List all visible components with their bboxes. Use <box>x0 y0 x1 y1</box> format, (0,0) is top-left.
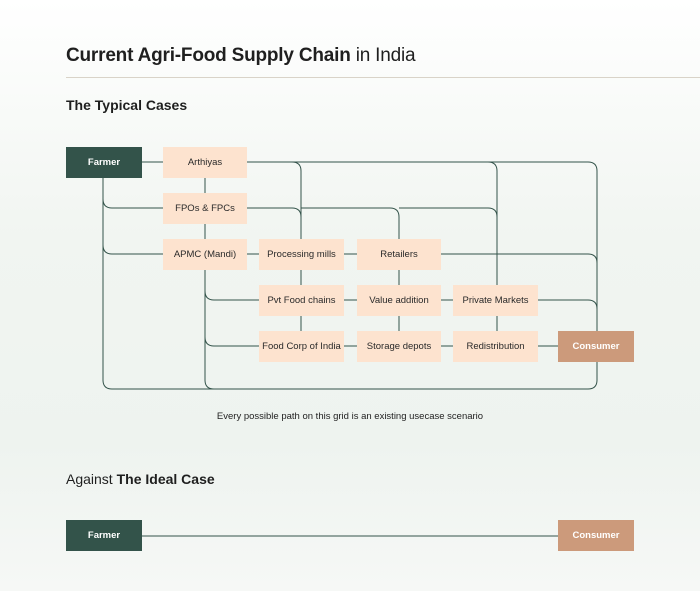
node-processing-mills: Processing mills <box>259 239 344 270</box>
node-pvt-food-chains: Pvt Food chains <box>259 285 344 316</box>
node-retailers: Retailers <box>357 239 441 270</box>
title-rest: in India <box>350 45 416 66</box>
node-arthiyas: Arthiyas <box>163 147 247 178</box>
node-food-corp-of-india: Food Corp of India <box>259 331 344 362</box>
edge-farmer-fpos <box>102 198 163 209</box>
edge-fpos-processing <box>247 207 302 239</box>
node-storage-depots: Storage depots <box>357 331 441 362</box>
edge-retailers-consumer <box>441 253 598 264</box>
edge-fpos-private <box>399 207 498 218</box>
edge-arthiyas-processing <box>291 161 302 239</box>
node-private-markets: Private Markets <box>453 285 538 316</box>
node-apmc-mandi: APMC (Mandi) <box>163 239 247 270</box>
edge-apmc-pvtfood <box>204 290 259 301</box>
node-value-addition: Value addition <box>357 285 441 316</box>
node-fpos-fpcs: FPOs & FPCs <box>163 193 247 224</box>
edge-farmer-apmc <box>102 244 163 255</box>
edge-farmer-outer-loop <box>102 178 598 390</box>
ideal-case-heading: Against The Ideal Case <box>66 471 215 487</box>
node-farmer: Farmer <box>66 147 142 178</box>
edge-apmc-down <box>204 270 215 390</box>
ideal-node-consumer: Consumer <box>558 520 634 551</box>
node-redistribution: Redistribution <box>453 331 538 362</box>
ideal-heading-prefix: Against <box>66 471 117 487</box>
edge-private-consumer <box>538 299 598 310</box>
ideal-heading-bold: The Ideal Case <box>116 471 215 487</box>
edge-fpos-retailers <box>301 207 400 239</box>
title-divider <box>66 77 700 78</box>
title-bold: Current Agri-Food Supply Chain <box>66 45 351 66</box>
edge-arthiyas-trunk <box>247 161 598 380</box>
typical-cases-heading: The Typical Cases <box>66 97 188 113</box>
node-consumer: Consumer <box>558 331 634 362</box>
edge-apmc-foodcorp <box>204 336 259 347</box>
edge-arthiyas-private <box>487 161 498 285</box>
diagram-caption: Every possible path on this grid is an e… <box>216 411 484 422</box>
page-title: Current Agri-Food Supply Chain in India <box>66 45 416 67</box>
ideal-node-farmer: Farmer <box>66 520 142 551</box>
